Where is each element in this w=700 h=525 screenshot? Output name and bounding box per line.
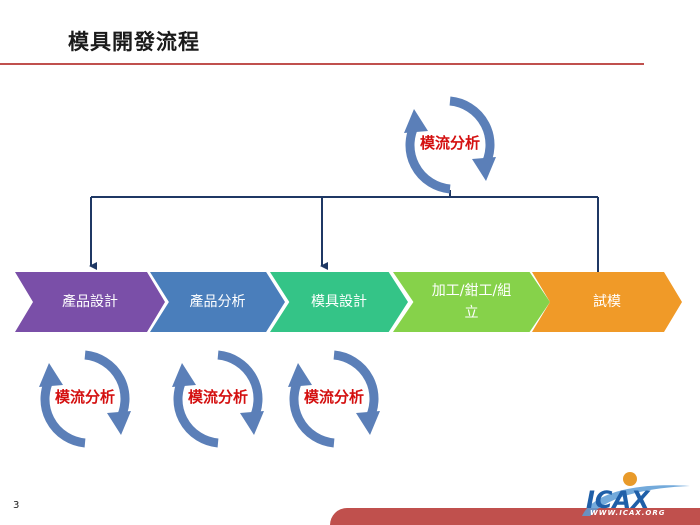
cycle-arrows-icon [404, 96, 496, 194]
stage-product-design: 產品設計 [15, 272, 165, 332]
cycle-arc-right [217, 350, 263, 424]
page-title: 模具開發流程 [68, 30, 200, 54]
cycle-arrowhead-right [107, 411, 131, 435]
cycle-arrowhead-right [356, 411, 380, 435]
cycle-arrows-icon [39, 350, 131, 448]
cycle-label: 模流分析 [419, 134, 480, 152]
cycle-flow-analysis-2: 模流分析 [168, 349, 268, 449]
cycle-arc-right [449, 96, 495, 170]
cycle-arrowhead-left [288, 363, 312, 387]
stage-trial: 試模 [532, 272, 682, 332]
stage-label: 產品分析 [189, 294, 246, 310]
icax-logo: ICAX [582, 472, 690, 516]
cycle-arc-left [405, 120, 451, 194]
cycle-label: 模流分析 [54, 388, 115, 406]
cycle-arrowhead-left [39, 363, 63, 387]
stage-product-analysis: 產品分析 [150, 272, 285, 332]
stage-mold-design: 模具設計 [270, 272, 408, 332]
cycle-label: 模流分析 [187, 388, 248, 406]
cycle-arc-right [84, 350, 130, 424]
stage-machining: 加工/鉗工/組立 [393, 272, 550, 332]
cycle-arc-right [333, 350, 379, 424]
cycle-arrows-icon [288, 350, 380, 448]
stage-label: 加工/鉗工/組立 [431, 283, 512, 321]
cycle-arc-left [173, 374, 219, 448]
cycle-arc-left [289, 374, 335, 448]
logo-url: WWW.ICAX.ORG [590, 509, 666, 517]
stage-label: 試模 [593, 294, 621, 310]
cycle-arrowhead-left [172, 363, 196, 387]
stage-label: 產品設計 [62, 294, 118, 310]
cycle-arrowhead-left [404, 109, 428, 133]
cycle-flow-analysis-1: 模流分析 [35, 349, 135, 449]
cycle-label: 模流分析 [303, 388, 364, 406]
cycle-arc-left [40, 374, 86, 448]
footer-band [330, 508, 700, 525]
cycle-flow-analysis-top: 模流分析 [400, 95, 500, 195]
connector-bracket [89, 190, 599, 272]
stage-label: 模具設計 [311, 294, 367, 310]
logo-text: ICAX [586, 486, 651, 514]
title-divider [0, 63, 644, 65]
cycle-arrowhead-right [472, 157, 496, 181]
page-number: 3 [13, 500, 20, 511]
cycle-arrowhead-right [240, 411, 264, 435]
cycle-arrows-icon [172, 350, 264, 448]
cycle-flow-analysis-3: 模流分析 [284, 349, 384, 449]
